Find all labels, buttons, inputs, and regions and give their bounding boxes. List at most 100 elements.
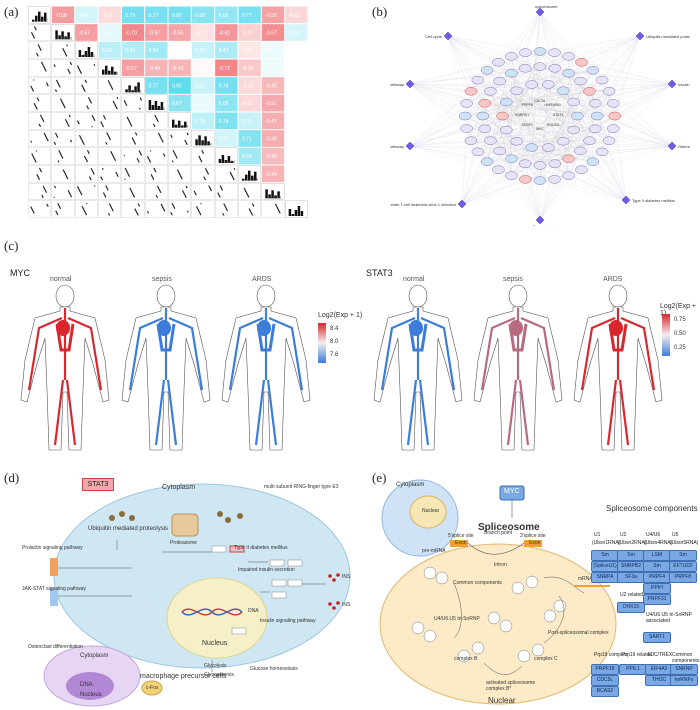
gene-node — [574, 76, 587, 86]
gene-node — [493, 76, 506, 86]
scatter-cell — [98, 112, 121, 130]
gene-node — [533, 176, 547, 185]
corr-cell — [261, 77, 285, 94]
d-multisub-label: multi subunit RING-finger type E3 — [264, 484, 339, 490]
corr-value: -0.44 — [149, 66, 161, 72]
scatter-cell — [75, 183, 98, 200]
hist-bar — [198, 135, 201, 146]
corr-cell — [215, 6, 238, 24]
gene-node — [595, 75, 609, 85]
hist-bar — [108, 70, 111, 75]
scatter-point — [46, 203, 48, 205]
component-group-name: U2 — [620, 532, 627, 538]
scatter-point — [201, 150, 203, 152]
panel-b-label: (b) — [372, 4, 388, 19]
cond-label-ards-right: ARDS — [603, 276, 623, 283]
component-chip: Sm — [617, 550, 645, 561]
pathway-label: Insulin signaling pathway — [678, 82, 690, 87]
ejc-label: EJC/TREX — [648, 652, 673, 658]
corr-cell — [168, 24, 191, 41]
component-chip: (SpliceU1) — [591, 561, 619, 572]
center-gene-label: SNRPD1 — [515, 113, 529, 117]
pathway-edge — [539, 11, 569, 176]
head — [408, 284, 428, 308]
pathway-edge — [573, 83, 673, 103]
gene-node — [542, 143, 555, 152]
hist-bar — [178, 120, 181, 128]
pathway-edge — [539, 158, 569, 221]
hist-bar — [84, 51, 88, 57]
gene-node — [590, 111, 604, 121]
pathway-edge — [484, 83, 673, 104]
d-cfos-label: c-Fos — [146, 685, 159, 691]
corr-value: 0.32 — [195, 48, 205, 54]
scatter-point — [150, 150, 152, 152]
pathway-edge — [461, 151, 603, 205]
scatter-point — [43, 132, 45, 134]
corr-value: -0.04 — [195, 66, 207, 72]
scatter-point — [69, 61, 71, 63]
component-group-name: U5 — [672, 532, 679, 538]
scatter-point — [170, 212, 172, 214]
hist-bar — [271, 190, 274, 199]
gene-node — [500, 97, 513, 107]
component-chip: DHX15 — [617, 602, 645, 613]
pathway-node — [405, 141, 415, 151]
e-nuclear-label: Nuclear — [488, 696, 516, 705]
scatter-cell — [145, 165, 168, 183]
gene-node — [471, 147, 485, 157]
scatter-point — [33, 79, 35, 81]
scatter-point — [93, 64, 95, 66]
pathway-edge — [614, 83, 673, 117]
corr-value: 0.11 — [265, 48, 275, 54]
pathway-edge — [470, 83, 673, 92]
corr-value: -0.51 — [265, 101, 277, 107]
corr-cell — [75, 6, 98, 24]
scatter-point — [160, 203, 162, 205]
d-glucose-label: Glucose homeostasis — [250, 666, 298, 672]
scatter-point — [91, 115, 93, 117]
corr-value: -0.55 — [265, 13, 277, 19]
component-group-sub: (Ubsn5RNA) — [670, 540, 699, 546]
cond-label-sepsis-right: sepsis — [503, 276, 523, 283]
gene-node — [562, 154, 575, 164]
pathway-edge — [447, 35, 574, 131]
pathway-edge — [539, 51, 673, 147]
network-edge — [484, 103, 491, 141]
hist-bar — [274, 195, 277, 199]
gene-node — [480, 157, 494, 166]
component-chip: PRPF19 — [591, 664, 619, 675]
hist-bar — [242, 178, 245, 181]
hist-bar — [114, 71, 117, 75]
prp19-label: Prp19 complex — [594, 652, 628, 658]
corr-value: 0.77 — [242, 13, 252, 19]
network-edge — [506, 90, 517, 131]
corr-cell — [261, 6, 285, 24]
scatter-point — [30, 85, 32, 87]
pathway-edge — [409, 83, 503, 117]
component-group-name: U4/U6 — [646, 532, 661, 538]
scatter-point — [131, 137, 133, 139]
body-figure — [573, 284, 663, 451]
center-gene-label: SRSF1 — [522, 123, 533, 127]
pathway-edge — [614, 115, 673, 147]
gene-node — [589, 124, 602, 134]
corr-cell — [215, 94, 238, 112]
pathway-node — [635, 31, 645, 41]
hist-bar — [64, 36, 67, 40]
corr-value: -0.58 — [55, 13, 67, 19]
corr-value: 0.10 — [265, 66, 275, 72]
network-edge — [506, 129, 541, 166]
gene-node — [533, 62, 547, 71]
network-edge — [548, 84, 569, 159]
pathway-edge — [447, 35, 485, 104]
network-edge — [539, 103, 596, 166]
pathway-edge — [461, 179, 526, 205]
gene-node — [519, 175, 532, 184]
corr-value: 0.54 — [149, 48, 159, 54]
pathway-edge — [409, 83, 574, 131]
pathway-edge — [595, 35, 641, 129]
socs3-box — [229, 545, 245, 553]
pathway-edge — [409, 51, 541, 147]
d-dna2-label: DNA — [80, 682, 93, 688]
